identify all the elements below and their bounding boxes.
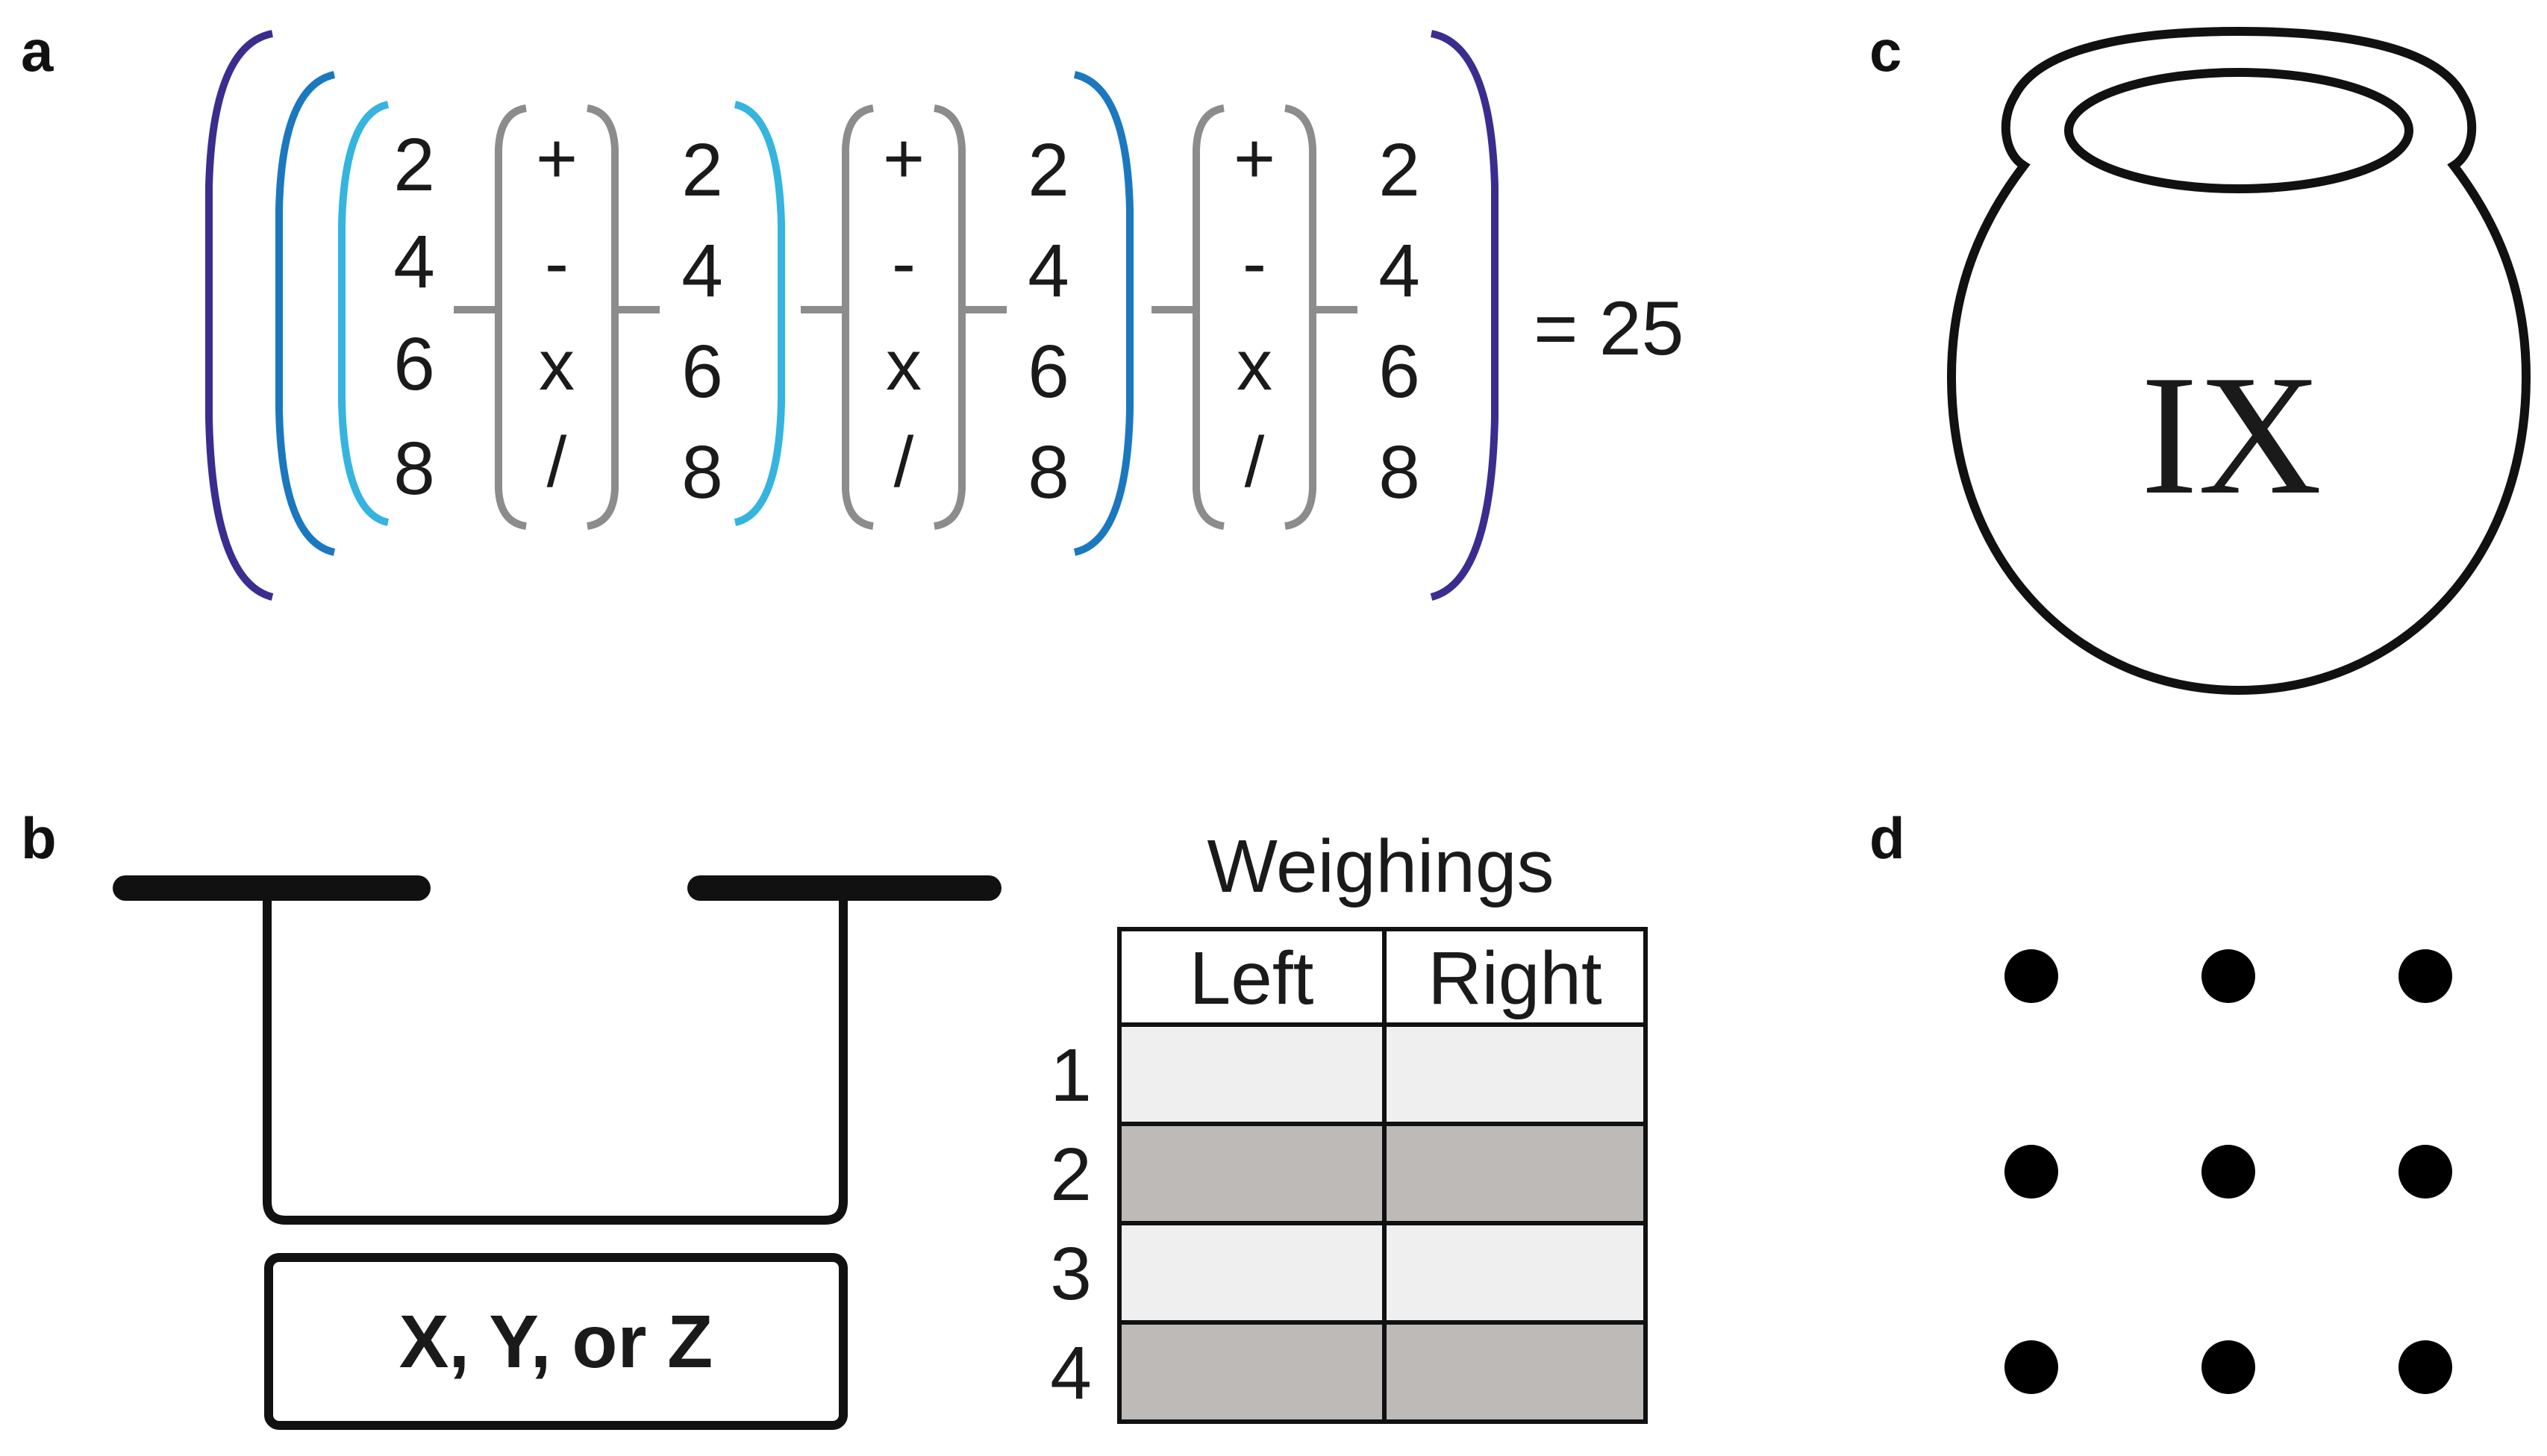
- urn-icon: IX: [1946, 26, 2531, 696]
- panel-label-b: b: [21, 805, 57, 871]
- weighings-title: Weighings: [1207, 825, 1554, 908]
- column-header-left: Left: [1190, 937, 1314, 1020]
- table-cell: [1382, 1320, 1648, 1424]
- operator-plus: +: [883, 119, 925, 199]
- digit: 8: [681, 431, 723, 514]
- operator-times: x: [886, 325, 922, 405]
- panel-d: d: [1869, 805, 2452, 1394]
- digit-column-2: 2 4 6 8: [681, 128, 723, 514]
- panel-label-d: d: [1869, 805, 1905, 871]
- table-cell: [1382, 1221, 1648, 1325]
- operator-plus: +: [1234, 119, 1275, 199]
- digit: 4: [681, 229, 723, 313]
- digit: 8: [1378, 431, 1420, 514]
- digit: 4: [1378, 229, 1420, 313]
- digit: 4: [1028, 229, 1069, 313]
- dot: [2004, 949, 2058, 1003]
- digit: 2: [393, 123, 435, 207]
- operator-plus: +: [536, 119, 578, 199]
- operator-divide: /: [547, 422, 567, 502]
- digit: 2: [1028, 128, 1069, 212]
- operator-column-1: + - x /: [536, 119, 578, 502]
- equation-result: = 25: [1534, 286, 1684, 371]
- row-number: 2: [1050, 1133, 1092, 1216]
- operator-bracket-1-right: [586, 104, 619, 530]
- dot: [2398, 1340, 2452, 1394]
- outer-right-bracket: [1430, 30, 1498, 601]
- dot: [2398, 949, 2452, 1003]
- table-cell: [1382, 1122, 1648, 1225]
- digit: 6: [393, 322, 435, 406]
- operator-minus: -: [892, 223, 916, 303]
- operator-column-3: + - x /: [1234, 119, 1275, 502]
- dot-grid: [2004, 949, 2452, 1394]
- dot: [2201, 1340, 2255, 1394]
- middle-left-bracket: [275, 71, 336, 556]
- digit: 2: [1378, 128, 1420, 212]
- digit: 2: [681, 128, 723, 212]
- operator-bracket-3-left: [1193, 104, 1225, 530]
- panel-label-c: c: [1869, 18, 1901, 84]
- table-cell: [1117, 1320, 1387, 1424]
- scale-frame: [263, 888, 848, 1225]
- table-cell: [1117, 1221, 1387, 1325]
- operator-minus: -: [545, 223, 569, 303]
- digit: 6: [681, 330, 723, 413]
- inner-left-bracket: [338, 101, 390, 526]
- dot: [2201, 949, 2255, 1003]
- operator-bracket-2-left: [842, 104, 875, 530]
- table-cell: [1117, 1122, 1387, 1225]
- operator-minus: -: [1243, 223, 1266, 303]
- panel-label-a: a: [21, 18, 54, 84]
- weighings-table: Weighings Left Right 1 2 3 4: [1050, 825, 1648, 1424]
- dot: [2004, 1145, 2058, 1199]
- digit-column-4: 2 4 6 8: [1378, 128, 1420, 514]
- balance-scale: X, Y, or Z: [113, 875, 1001, 1430]
- operator-column-2: + - x /: [883, 119, 925, 502]
- digit: 8: [1028, 431, 1069, 514]
- table-cell: [1382, 1022, 1648, 1126]
- digit-column-1: 2 4 6 8: [393, 123, 435, 510]
- urn-opening: [2064, 68, 2413, 193]
- dot: [2201, 1145, 2255, 1199]
- digit: 8: [393, 427, 435, 510]
- urn-outline: [1946, 26, 2531, 696]
- middle-right-bracket: [1073, 71, 1134, 556]
- scale-box-label: X, Y, or Z: [399, 1300, 713, 1384]
- panel-c: c IX: [1869, 18, 2531, 696]
- header-cell-right: [1382, 927, 1648, 1027]
- operator-bracket-2-right: [933, 104, 966, 530]
- row-number: 3: [1050, 1232, 1092, 1316]
- table-cell: [1117, 1022, 1387, 1126]
- scale-base-box: [264, 1253, 848, 1430]
- digit: 6: [1028, 330, 1069, 413]
- operator-times: x: [1237, 325, 1272, 405]
- panel-a: a 2 4 6 8 +: [21, 18, 1684, 601]
- panel-b: b X, Y, or Z Weighings Left Right: [21, 805, 1648, 1430]
- digit: 6: [1378, 330, 1420, 413]
- row-number: 4: [1050, 1331, 1092, 1415]
- column-header-right: Right: [1428, 937, 1602, 1020]
- dot: [2004, 1340, 2058, 1394]
- operator-bracket-3-right: [1284, 104, 1316, 530]
- urn-label: IX: [2141, 340, 2322, 530]
- digit: 4: [393, 220, 435, 304]
- digit-column-3: 2 4 6 8: [1028, 128, 1069, 514]
- row-number: 1: [1050, 1034, 1092, 1117]
- outer-left-bracket: [205, 30, 274, 601]
- operator-bracket-1-left: [495, 104, 528, 530]
- operator-divide: /: [1245, 422, 1265, 502]
- inner-right-bracket: [734, 101, 785, 526]
- operator-divide: /: [894, 422, 914, 502]
- dot: [2398, 1145, 2452, 1199]
- operator-times: x: [539, 325, 575, 405]
